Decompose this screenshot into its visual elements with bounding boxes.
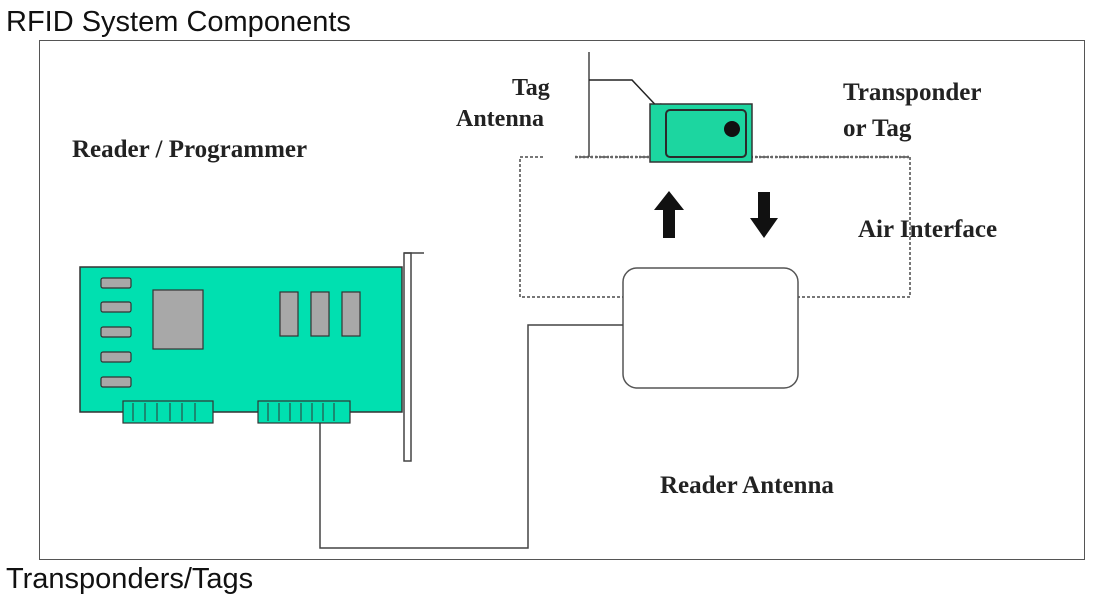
reader-programmer-label: Reader / Programmer: [72, 136, 307, 163]
reader-programmer-card: [79, 252, 424, 462]
transponder-label-line2: or Tag: [843, 115, 912, 142]
card-pin: [100, 326, 132, 338]
card-pin: [100, 376, 132, 388]
air-interface-label: Air Interface: [858, 216, 997, 243]
card-small-chip: [310, 291, 330, 337]
uplink-arrow-icon: [654, 191, 684, 238]
card-main-chip: [152, 289, 204, 350]
page-title: RFID System Components: [6, 6, 351, 38]
card-pin: [100, 301, 132, 313]
card-pin: [100, 351, 132, 363]
tag-antenna-label-line2: Antenna: [456, 106, 544, 132]
tag-antenna-label-line1: Tag: [512, 75, 550, 101]
card-small-chip: [279, 291, 299, 337]
card-edge-connector: [257, 400, 351, 424]
footer-title: Transponders/Tags: [6, 563, 254, 595]
card-edge-connector: [122, 400, 214, 424]
diagram-frame: [39, 40, 1085, 560]
downlink-arrow-icon: [750, 192, 778, 238]
reader-antenna-label: Reader Antenna: [660, 472, 834, 499]
tag-chip: [724, 121, 740, 137]
reader-antenna: [622, 267, 799, 389]
card-bracket: [403, 252, 412, 462]
transponder-label-line1: Transponder: [843, 79, 981, 106]
card-pin: [100, 277, 132, 289]
transponder-tag: [649, 103, 753, 163]
card-small-chip: [341, 291, 361, 337]
antenna-cable: [319, 324, 623, 549]
